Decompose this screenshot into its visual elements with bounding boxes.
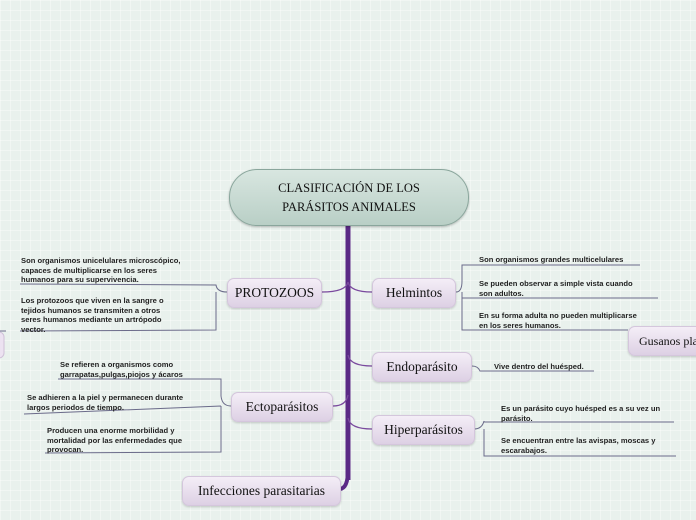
leaf-helmintos-3: En su forma adulta no pueden multiplicar… [479, 311, 637, 330]
branch-endoparasito [347, 354, 373, 367]
leaf-protozoos-2: Los protozoos que viven en la sangre o t… [21, 296, 164, 334]
branch-ectoparasitos [332, 394, 349, 407]
leaf-ecto-1: Se refieren a organismos como garrapatas… [60, 360, 183, 379]
leaf-helmintos-2: Se pueden observar a simple vista cuando… [479, 279, 633, 298]
node-hiperparasitos[interactable]: Hiperparásitos [372, 415, 475, 445]
leaf-protozoos-1: Son organismos unicelulares microscópico… [21, 256, 181, 284]
leaf-line-helmintos [455, 264, 658, 331]
node-infecciones-parasitarias[interactable]: Infecciones parasitarias [182, 476, 341, 506]
offscreen-node-left [0, 331, 5, 359]
leaf-hiper-1: Es un parásito cuyo huésped es a su vez … [501, 404, 661, 423]
leaf-endo-1: Vive dentro del huésped. [494, 362, 584, 371]
leaf-line-protozoos [0, 283, 228, 332]
leaf-line-endo [471, 365, 594, 372]
node-endoparasito[interactable]: Endoparásito [372, 352, 472, 382]
trunk-to-infecciones [339, 469, 350, 491]
leaf-helmintos-1: Son organismos grandes multicelulares [479, 255, 624, 264]
leaf-line-ecto [23, 378, 232, 454]
branch-helmintos [347, 281, 373, 293]
root-node[interactable]: CLASIFICACIÓN DE LOS PARÁSITOS ANIMALES [229, 169, 469, 226]
node-gusanos-planos[interactable]: Gusanos pla [628, 326, 696, 356]
leaf-hiper-2: Se encuentran entre las avispas, moscas … [501, 436, 656, 455]
leaf-ecto-2: Se adhieren a la piel y permanecen duran… [27, 393, 184, 412]
node-ectoparasitos[interactable]: Ectoparásitos [231, 392, 333, 422]
leaf-line-hiper [473, 420, 676, 457]
node-protozoos[interactable]: PROTOZOOS [227, 278, 322, 308]
node-helmintos[interactable]: Helmintos [372, 278, 456, 308]
branch-protozoos [321, 281, 349, 293]
leaf-ecto-3: Producen una enorme morbilidad y mortali… [47, 426, 183, 454]
branch-hiperparasitos [347, 417, 373, 430]
